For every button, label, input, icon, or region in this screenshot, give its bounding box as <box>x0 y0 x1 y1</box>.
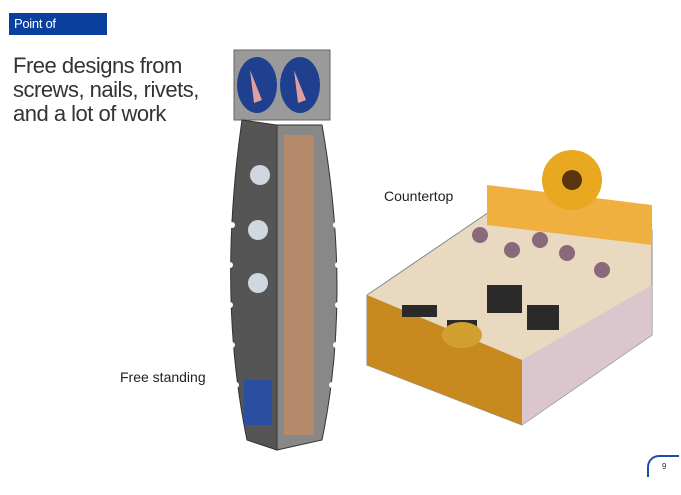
page-corner-mark <box>647 455 679 477</box>
title-line: Free designs from <box>13 53 182 78</box>
page-number: 9 <box>662 462 667 471</box>
countertop-label: Countertop <box>384 188 454 204</box>
page-title: Free designs from screws, nails, rivets,… <box>13 54 199 126</box>
section-tag: Point of Purchase <box>9 13 107 53</box>
title-line: screws, nails, rivets, <box>13 77 199 102</box>
title-line: and a lot of work <box>13 101 166 126</box>
free-standing-label: Free standing <box>120 369 206 385</box>
free-standing-display-image <box>227 49 341 451</box>
countertop-display-image <box>366 150 653 426</box>
